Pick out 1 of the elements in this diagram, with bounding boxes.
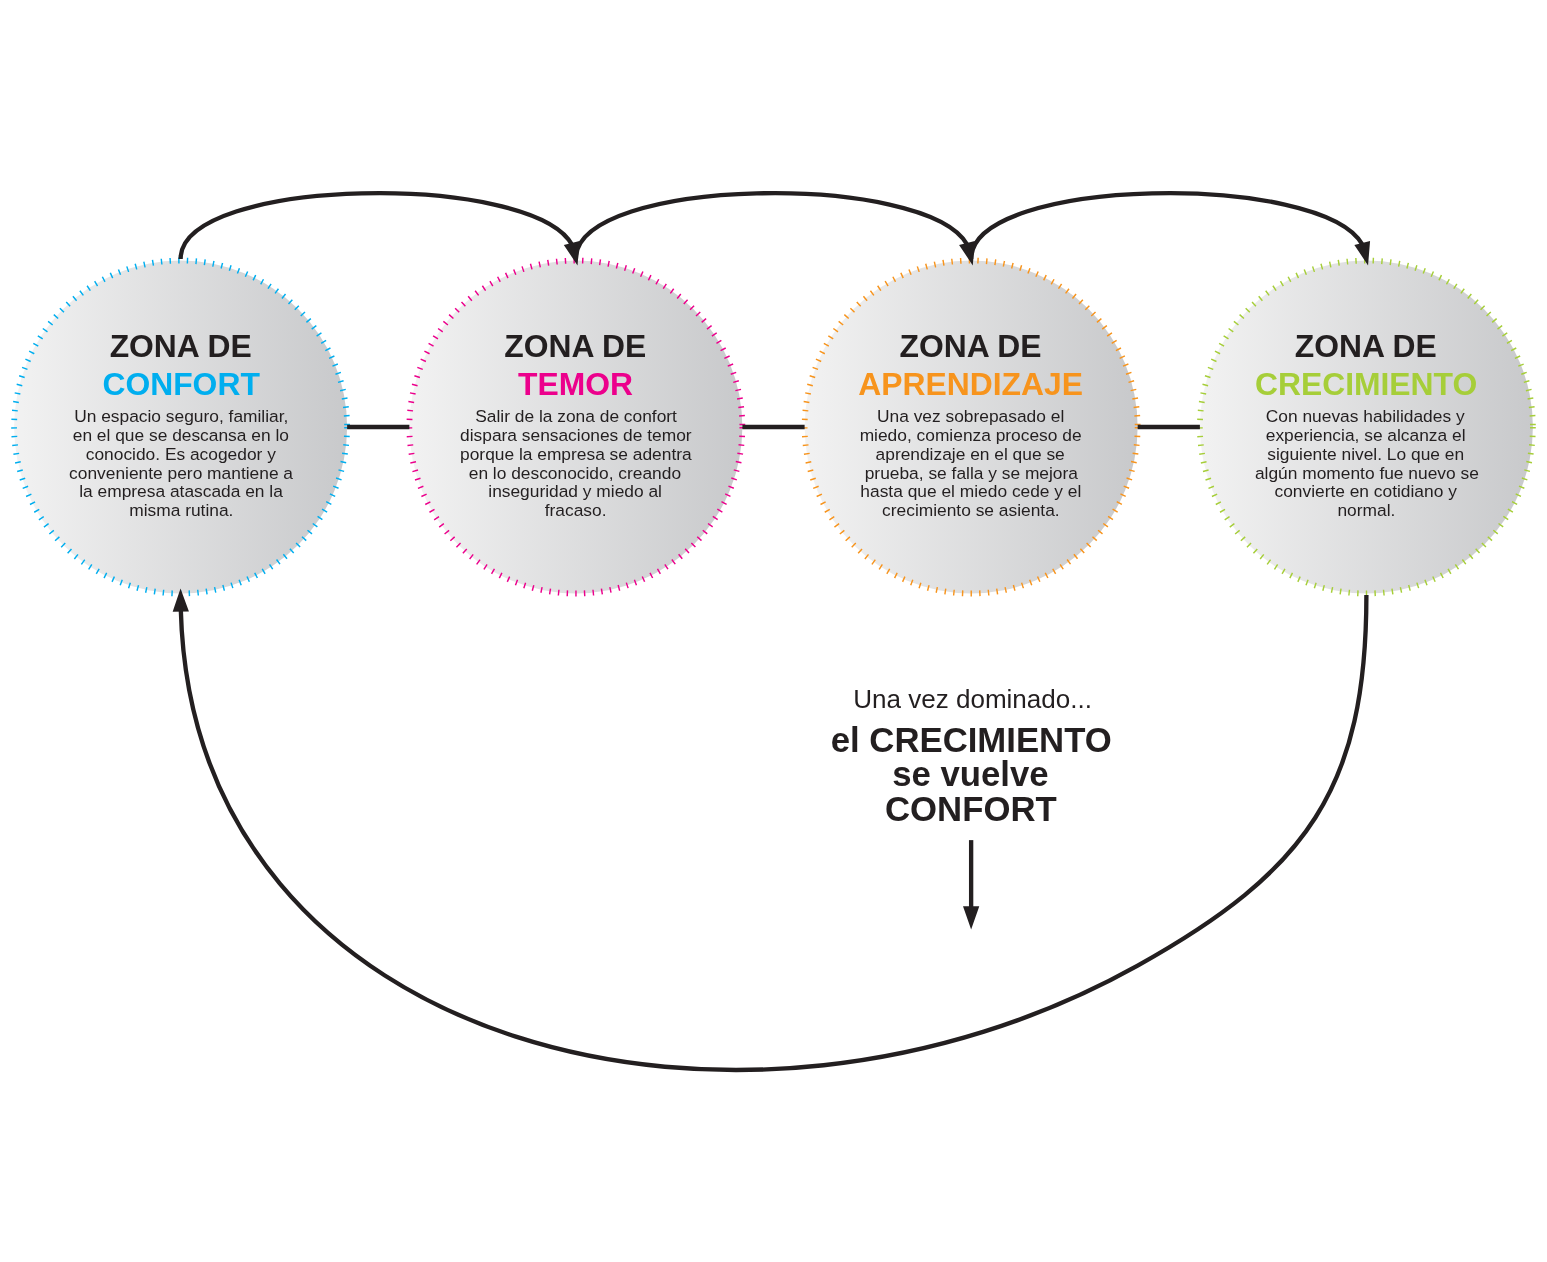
node-text: Una vez dominado... el CRECIMIENTO se vuelve CONFORT (830, 683, 1112, 828)
